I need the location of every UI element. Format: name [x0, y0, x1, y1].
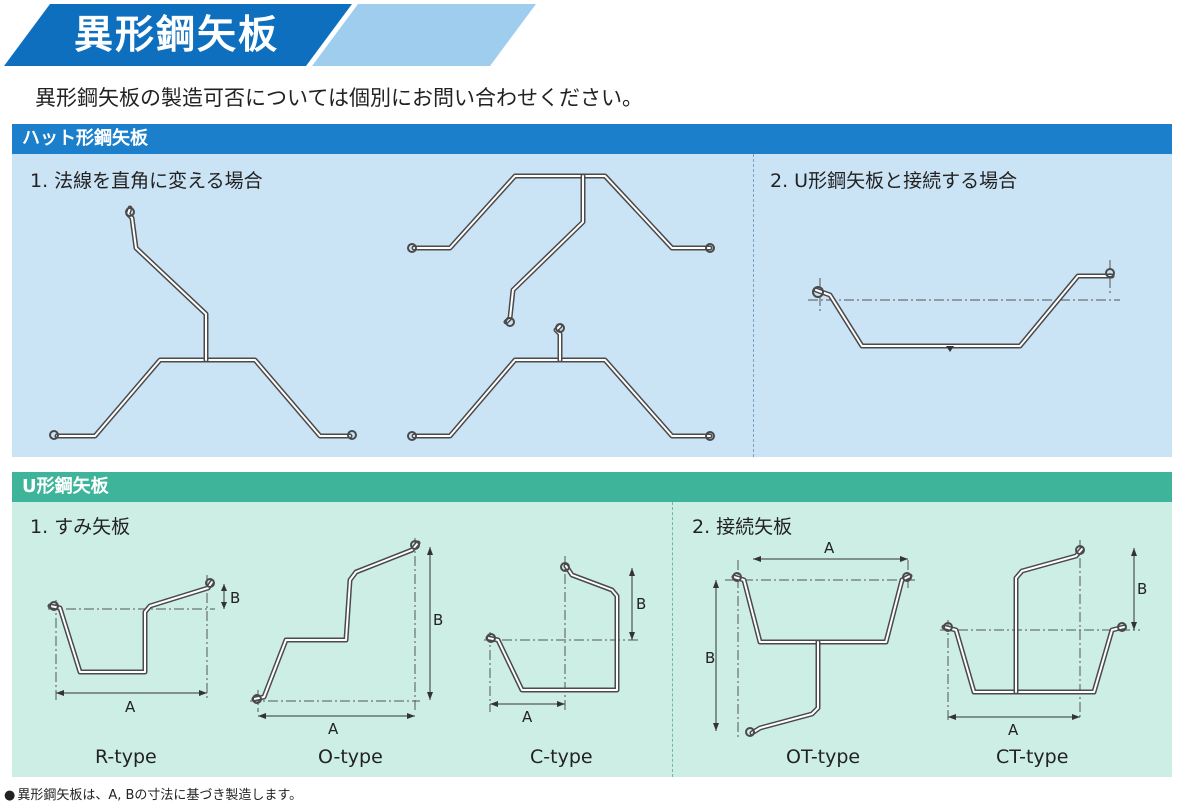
ot-type-label: OT-type: [786, 746, 861, 768]
footnote: ●異形鋼矢板は、A, Bの寸法に基づき製造します。: [4, 784, 302, 803]
hat-pile-figure-2: [407, 173, 715, 327]
o-type-figure: A B: [250, 538, 443, 738]
ct-type-dim-b: B: [1137, 580, 1147, 598]
r-type-label: R-type: [95, 746, 157, 768]
title-banner-graphic: [4, 4, 536, 66]
panel-divider: [753, 154, 754, 457]
footnote-text: 異形鋼矢板は、A, Bの寸法に基づき製造します。: [17, 788, 303, 803]
section-bar-hat: ハット形鋼矢板: [12, 124, 1172, 154]
r-type-dim-b: B: [230, 589, 240, 607]
ot-type-dim-b: B: [705, 649, 715, 667]
c-type-figure: A B: [484, 556, 646, 726]
ct-type-dim-a: A: [1008, 721, 1019, 739]
intro-text: 異形鋼矢板の製造可否については個別にお問い合わせください。: [35, 86, 643, 110]
hat-pile-figure-3: [407, 323, 715, 441]
r-type-figure: A B: [47, 575, 240, 716]
hat-subheading-2: 2. U形鋼矢板と接続する場合: [770, 170, 1018, 192]
section-bar-u: U形鋼矢板: [12, 472, 1172, 502]
ct-type-label: CT-type: [996, 746, 1069, 768]
c-type-dim-b: B: [636, 595, 646, 613]
o-type-dim-a: A: [328, 720, 339, 738]
hat-u-connection-figure: [808, 260, 1120, 352]
ot-type-figure: A B: [705, 539, 915, 740]
ct-type-figure: A B: [940, 540, 1147, 739]
c-type-dim-a: A: [522, 708, 533, 726]
ot-type-dim-a: A: [824, 539, 835, 557]
footnote-bullet: ●: [4, 788, 16, 803]
panel-hat: 1. 法線を直角に変える場合 2. U形鋼矢板と接続する場合: [12, 154, 1172, 457]
o-type-label: O-type: [318, 746, 383, 768]
page-title: 異形鋼矢板: [74, 13, 280, 58]
r-type-dim-a: A: [125, 698, 136, 716]
u-subheading-2: 2. 接続矢板: [692, 516, 793, 538]
u-subheading-1: 1. すみ矢板: [30, 516, 131, 538]
o-type-dim-b: B: [433, 611, 443, 629]
panel-divider: [672, 502, 673, 777]
hat-pile-figure-1: [49, 205, 357, 440]
c-type-label: C-type: [530, 746, 593, 768]
hat-subheading-1: 1. 法線を直角に変える場合: [30, 170, 263, 192]
